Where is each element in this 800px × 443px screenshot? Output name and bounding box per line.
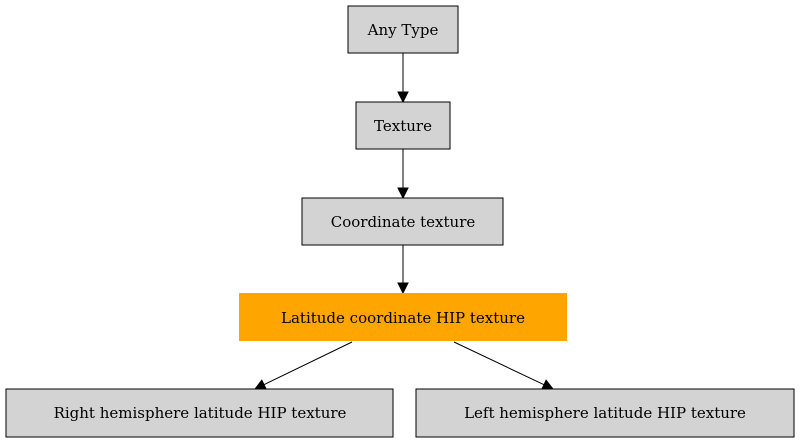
arrowhead-latitude-hip: [397, 282, 409, 295]
edges-layer: [253, 53, 555, 390]
node-texture-box: [355, 101, 451, 150]
node-coordinate-texture-label: Coordinate texture: [331, 213, 476, 231]
node-right-hemisphere-latitude-hip-texture[interactable]: Right hemisphere latitude HIP texture: [5, 388, 394, 438]
node-latitude-coordinate-hip-texture-box: [239, 293, 567, 341]
node-left-hemisphere-latitude-hip-texture[interactable]: Left hemisphere latitude HIP texture: [415, 388, 795, 438]
node-left-hemisphere-latitude-hip-texture-label: Left hemisphere latitude HIP texture: [464, 404, 746, 422]
node-texture[interactable]: Texture: [355, 101, 451, 150]
arrowhead-right-hemi: [253, 379, 267, 390]
node-any-type[interactable]: Any Type: [347, 5, 459, 54]
node-coordinate-texture-box: [301, 197, 504, 246]
node-latitude-coordinate-hip-texture[interactable]: Latitude coordinate HIP texture: [239, 293, 567, 341]
node-right-hemisphere-latitude-hip-texture-label: Right hemisphere latitude HIP texture: [54, 404, 347, 422]
node-texture-label: Texture: [374, 117, 432, 135]
node-any-type-box: [347, 5, 459, 54]
arrowhead-left-hemi: [541, 379, 555, 390]
arrowhead-texture: [397, 91, 409, 104]
node-any-type-label: Any Type: [367, 21, 439, 39]
node-coordinate-texture[interactable]: Coordinate texture: [301, 197, 504, 246]
edge-latitude-hip-to-right-hemi: [263, 341, 353, 386]
arrowhead-coordinate-texture: [397, 187, 409, 200]
node-right-hemisphere-latitude-hip-texture-box: [5, 388, 394, 438]
node-latitude-coordinate-hip-texture-label: Latitude coordinate HIP texture: [281, 309, 525, 327]
node-left-hemisphere-latitude-hip-texture-box: [415, 388, 795, 438]
edge-latitude-hip-to-left-hemi: [453, 341, 545, 386]
